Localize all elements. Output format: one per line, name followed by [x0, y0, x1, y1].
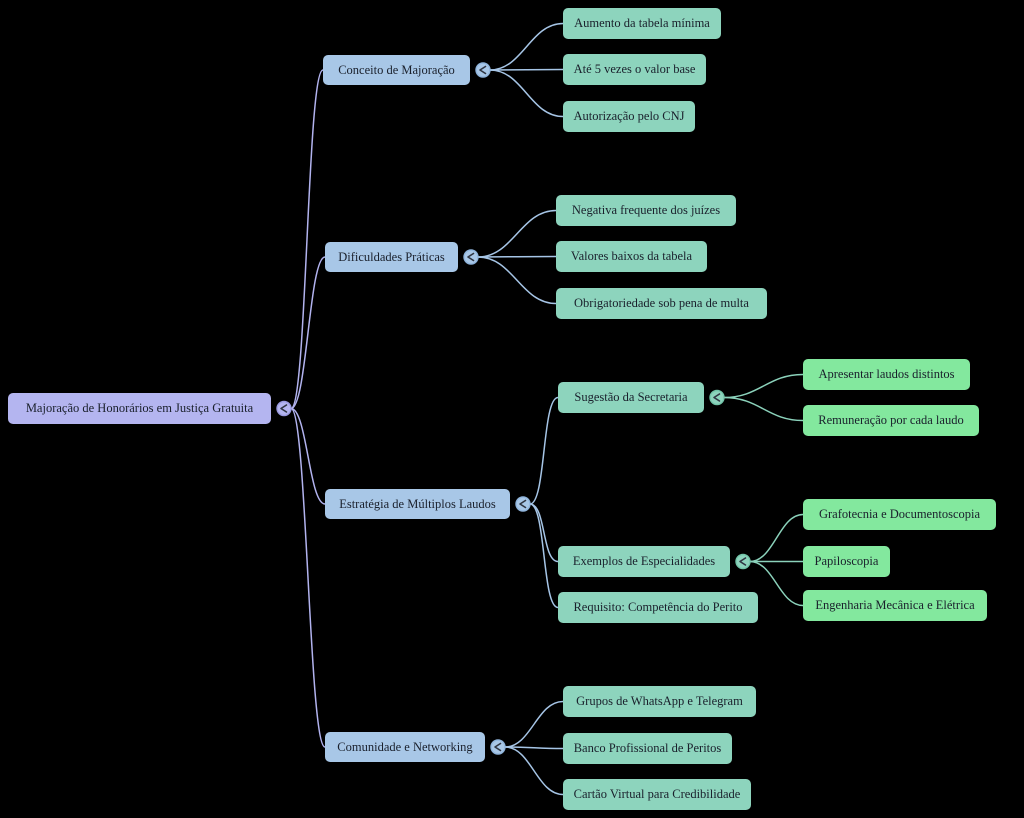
edge-connector [529, 503, 559, 563]
edge-connector [477, 255, 557, 258]
node-label: Dificuldades Práticas [338, 249, 445, 264]
mindmap-node-requisito: Requisito: Competência do Perito [558, 592, 758, 623]
edge-connector [529, 503, 559, 609]
edge-connector [504, 700, 564, 748]
mindmap-node-estrategia: Estratégia de Múltiplos Laudos [325, 489, 510, 519]
mindmap-node-c5a: Grupos de WhatsApp e Telegram [563, 686, 756, 717]
branch-toggle[interactable] [709, 389, 725, 406]
node-label: Majoração de Honorários em Justiça Gratu… [25, 401, 254, 416]
node-label: Apresentar laudos distintos [818, 367, 955, 382]
node-label: Autorização pelo CNJ [573, 109, 685, 124]
mindmap-node-c4a: Grafotecnia e Documentoscopia [803, 499, 996, 530]
edge-connector [290, 407, 326, 748]
mindmap-node-sugestao: Sugestão da Secretaria [558, 382, 704, 413]
mindmap-node-c1a: Aumento da tabela mínima [563, 8, 721, 39]
branch-toggle[interactable] [463, 249, 479, 265]
node-label: Exemplos de Especialidades [572, 554, 716, 569]
node-label: Comunidade e Networking [337, 739, 473, 754]
node-label: Obrigatoriedade sob pena de multa [574, 296, 749, 311]
mindmap-node-c4b: Papiloscopia [803, 546, 890, 577]
edge-connector [290, 256, 326, 410]
node-label: Aumento da tabela mínima [574, 16, 710, 31]
mindmap-node-conceito: Conceito de Majoração [323, 55, 470, 85]
mindmap-node-c3b: Remuneração por cada laudo [803, 405, 979, 436]
edge-connector [723, 396, 804, 422]
branch-toggle[interactable] [490, 739, 506, 755]
mindmap-node-c1c: Autorização pelo CNJ [563, 101, 695, 132]
mindmap-node-root: Majoração de Honorários em Justiça Gratu… [8, 393, 271, 424]
edge-connector [489, 69, 564, 118]
branch-toggle[interactable] [515, 496, 531, 512]
node-label: Remuneração por cada laudo [818, 413, 964, 428]
edge-connector [290, 69, 324, 410]
chevron-left-icon [280, 404, 288, 413]
edge-connector [477, 256, 557, 305]
branch-toggle[interactable] [475, 62, 491, 78]
mindmap-node-c3a: Apresentar laudos distintos [803, 359, 970, 390]
mindmap-node-c4c: Engenharia Mecânica e Elétrica [803, 590, 987, 621]
mindmap-node-c2b: Valores baixos da tabela [556, 241, 707, 272]
node-label: Estratégia de Múltiplos Laudos [339, 496, 496, 511]
edge-connector [723, 373, 804, 399]
chevron-left-icon [713, 393, 721, 402]
mindmap-node-c2a: Negativa frequente dos juízes [556, 195, 736, 226]
mindmap-node-c5c: Cartão Virtual para Credibilidade [563, 779, 751, 810]
node-label: Até 5 vezes o valor base [573, 62, 696, 77]
node-label: Negativa frequente dos juízes [571, 203, 721, 218]
branch-toggle[interactable] [735, 553, 751, 570]
chevron-left-icon [467, 252, 475, 262]
edge-connector [504, 746, 564, 750]
edge-connector [477, 209, 557, 258]
node-label: Requisito: Competência do Perito [573, 600, 743, 615]
chevron-left-icon [494, 742, 502, 752]
node-label: Grupos de WhatsApp e Telegram [576, 694, 743, 709]
mindmap-node-dificuldades: Dificuldades Práticas [325, 242, 458, 272]
node-label: Cartão Virtual para Credibilidade [573, 787, 741, 802]
chevron-left-icon [519, 499, 527, 509]
mindmap-node-comunidade: Comunidade e Networking [325, 732, 485, 762]
chevron-left-icon [479, 65, 487, 75]
node-label: Conceito de Majoração [338, 62, 455, 77]
edge-connector [529, 396, 559, 505]
edge-connector [749, 513, 804, 563]
node-label: Valores baixos da tabela [570, 249, 693, 264]
node-label: Papiloscopia [814, 554, 879, 569]
edge-connector [749, 560, 804, 607]
node-label: Grafotecnia e Documentoscopia [818, 507, 981, 522]
edge-connector [489, 68, 564, 71]
edge-connector [504, 746, 564, 796]
edge-connector [290, 407, 326, 505]
mindmap-node-c1b: Até 5 vezes o valor base [563, 54, 706, 85]
node-label: Banco Profissional de Peritos [573, 741, 722, 756]
node-label: Engenharia Mecânica e Elétrica [815, 598, 975, 613]
mindmap-node-exemplos: Exemplos de Especialidades [558, 546, 730, 577]
chevron-left-icon [739, 557, 747, 566]
mindmap-node-c2c: Obrigatoriedade sob pena de multa [556, 288, 767, 319]
node-label: Sugestão da Secretaria [574, 390, 688, 405]
mindmap-node-c5b: Banco Profissional de Peritos [563, 733, 732, 764]
edge-connector [489, 22, 564, 71]
branch-toggle[interactable] [276, 400, 292, 417]
